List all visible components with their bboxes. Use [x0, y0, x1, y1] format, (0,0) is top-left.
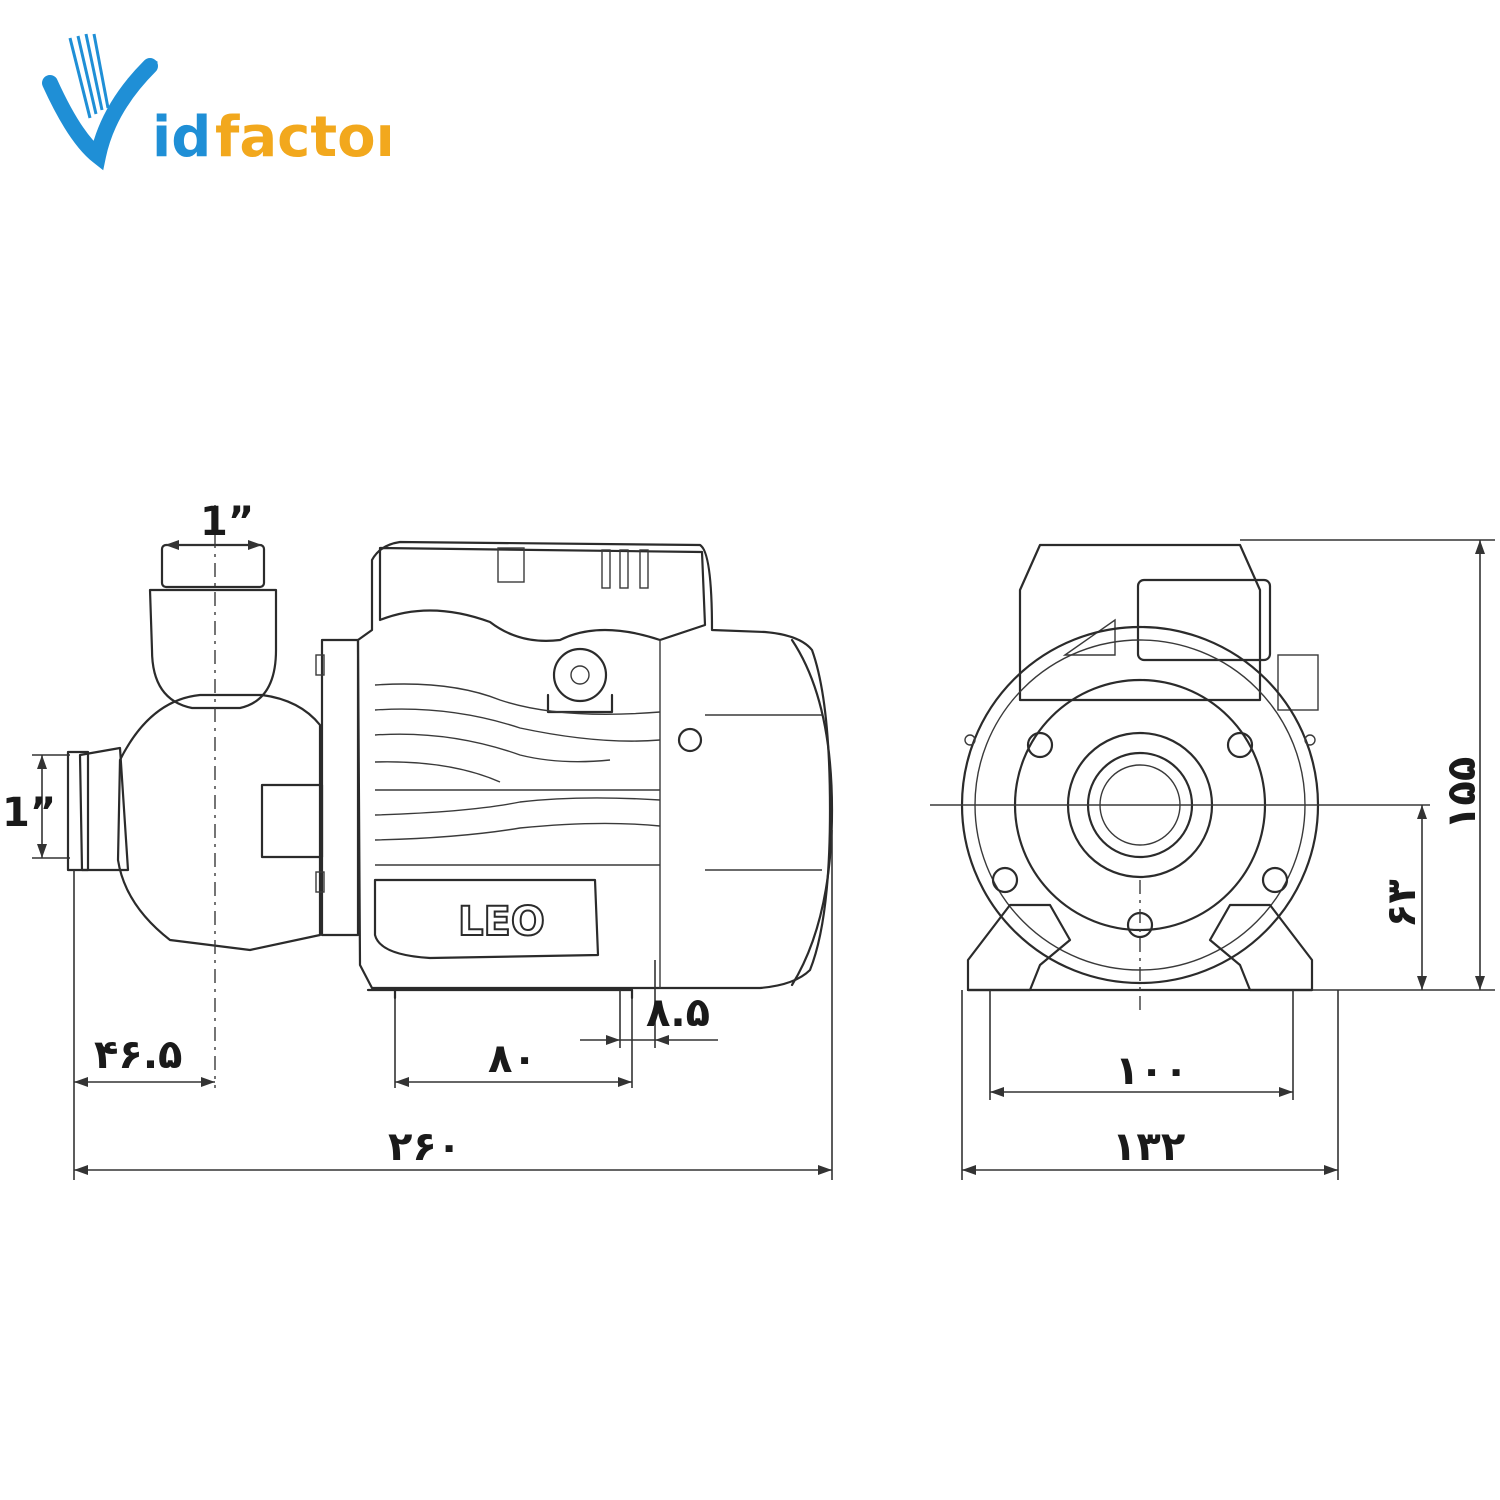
side-view-dimensions: 1” 1” ۴۶.۵ ۸۰ ۸.۵ ۲۶۰: [2, 499, 833, 1180]
logo-mark-icon: [42, 33, 158, 171]
dim-front-foot-spacing: ۱۰۰: [1115, 1048, 1188, 1094]
front-view: [930, 543, 1430, 1010]
brand-label: LEO: [458, 899, 545, 945]
logo-text-id: id: [152, 105, 211, 170]
vidfactor-logo: id factor: [42, 33, 390, 171]
side-view: LEO: [66, 505, 834, 1088]
front-view-dimensions: ۱۵۵ ۶۳ ۱۰۰ ۱۳۲: [961, 539, 1495, 1180]
dim-outlet-size: 1”: [200, 499, 254, 545]
dim-shaft-height: ۶۳: [1379, 879, 1425, 928]
dim-inlet-size: 1”: [2, 790, 56, 836]
dim-total-height: ۱۵۵: [1439, 757, 1485, 830]
dim-total-length: ۲۶۰: [388, 1124, 461, 1170]
dim-foot-height: ۸.۵: [646, 990, 710, 1036]
dim-foot-spacing: ۸۰: [488, 1036, 537, 1082]
logo-text-factor: factor: [215, 105, 390, 170]
dim-inlet-center: ۴۶.۵: [94, 1032, 182, 1078]
dim-base-width: ۱۳۲: [1112, 1124, 1185, 1170]
